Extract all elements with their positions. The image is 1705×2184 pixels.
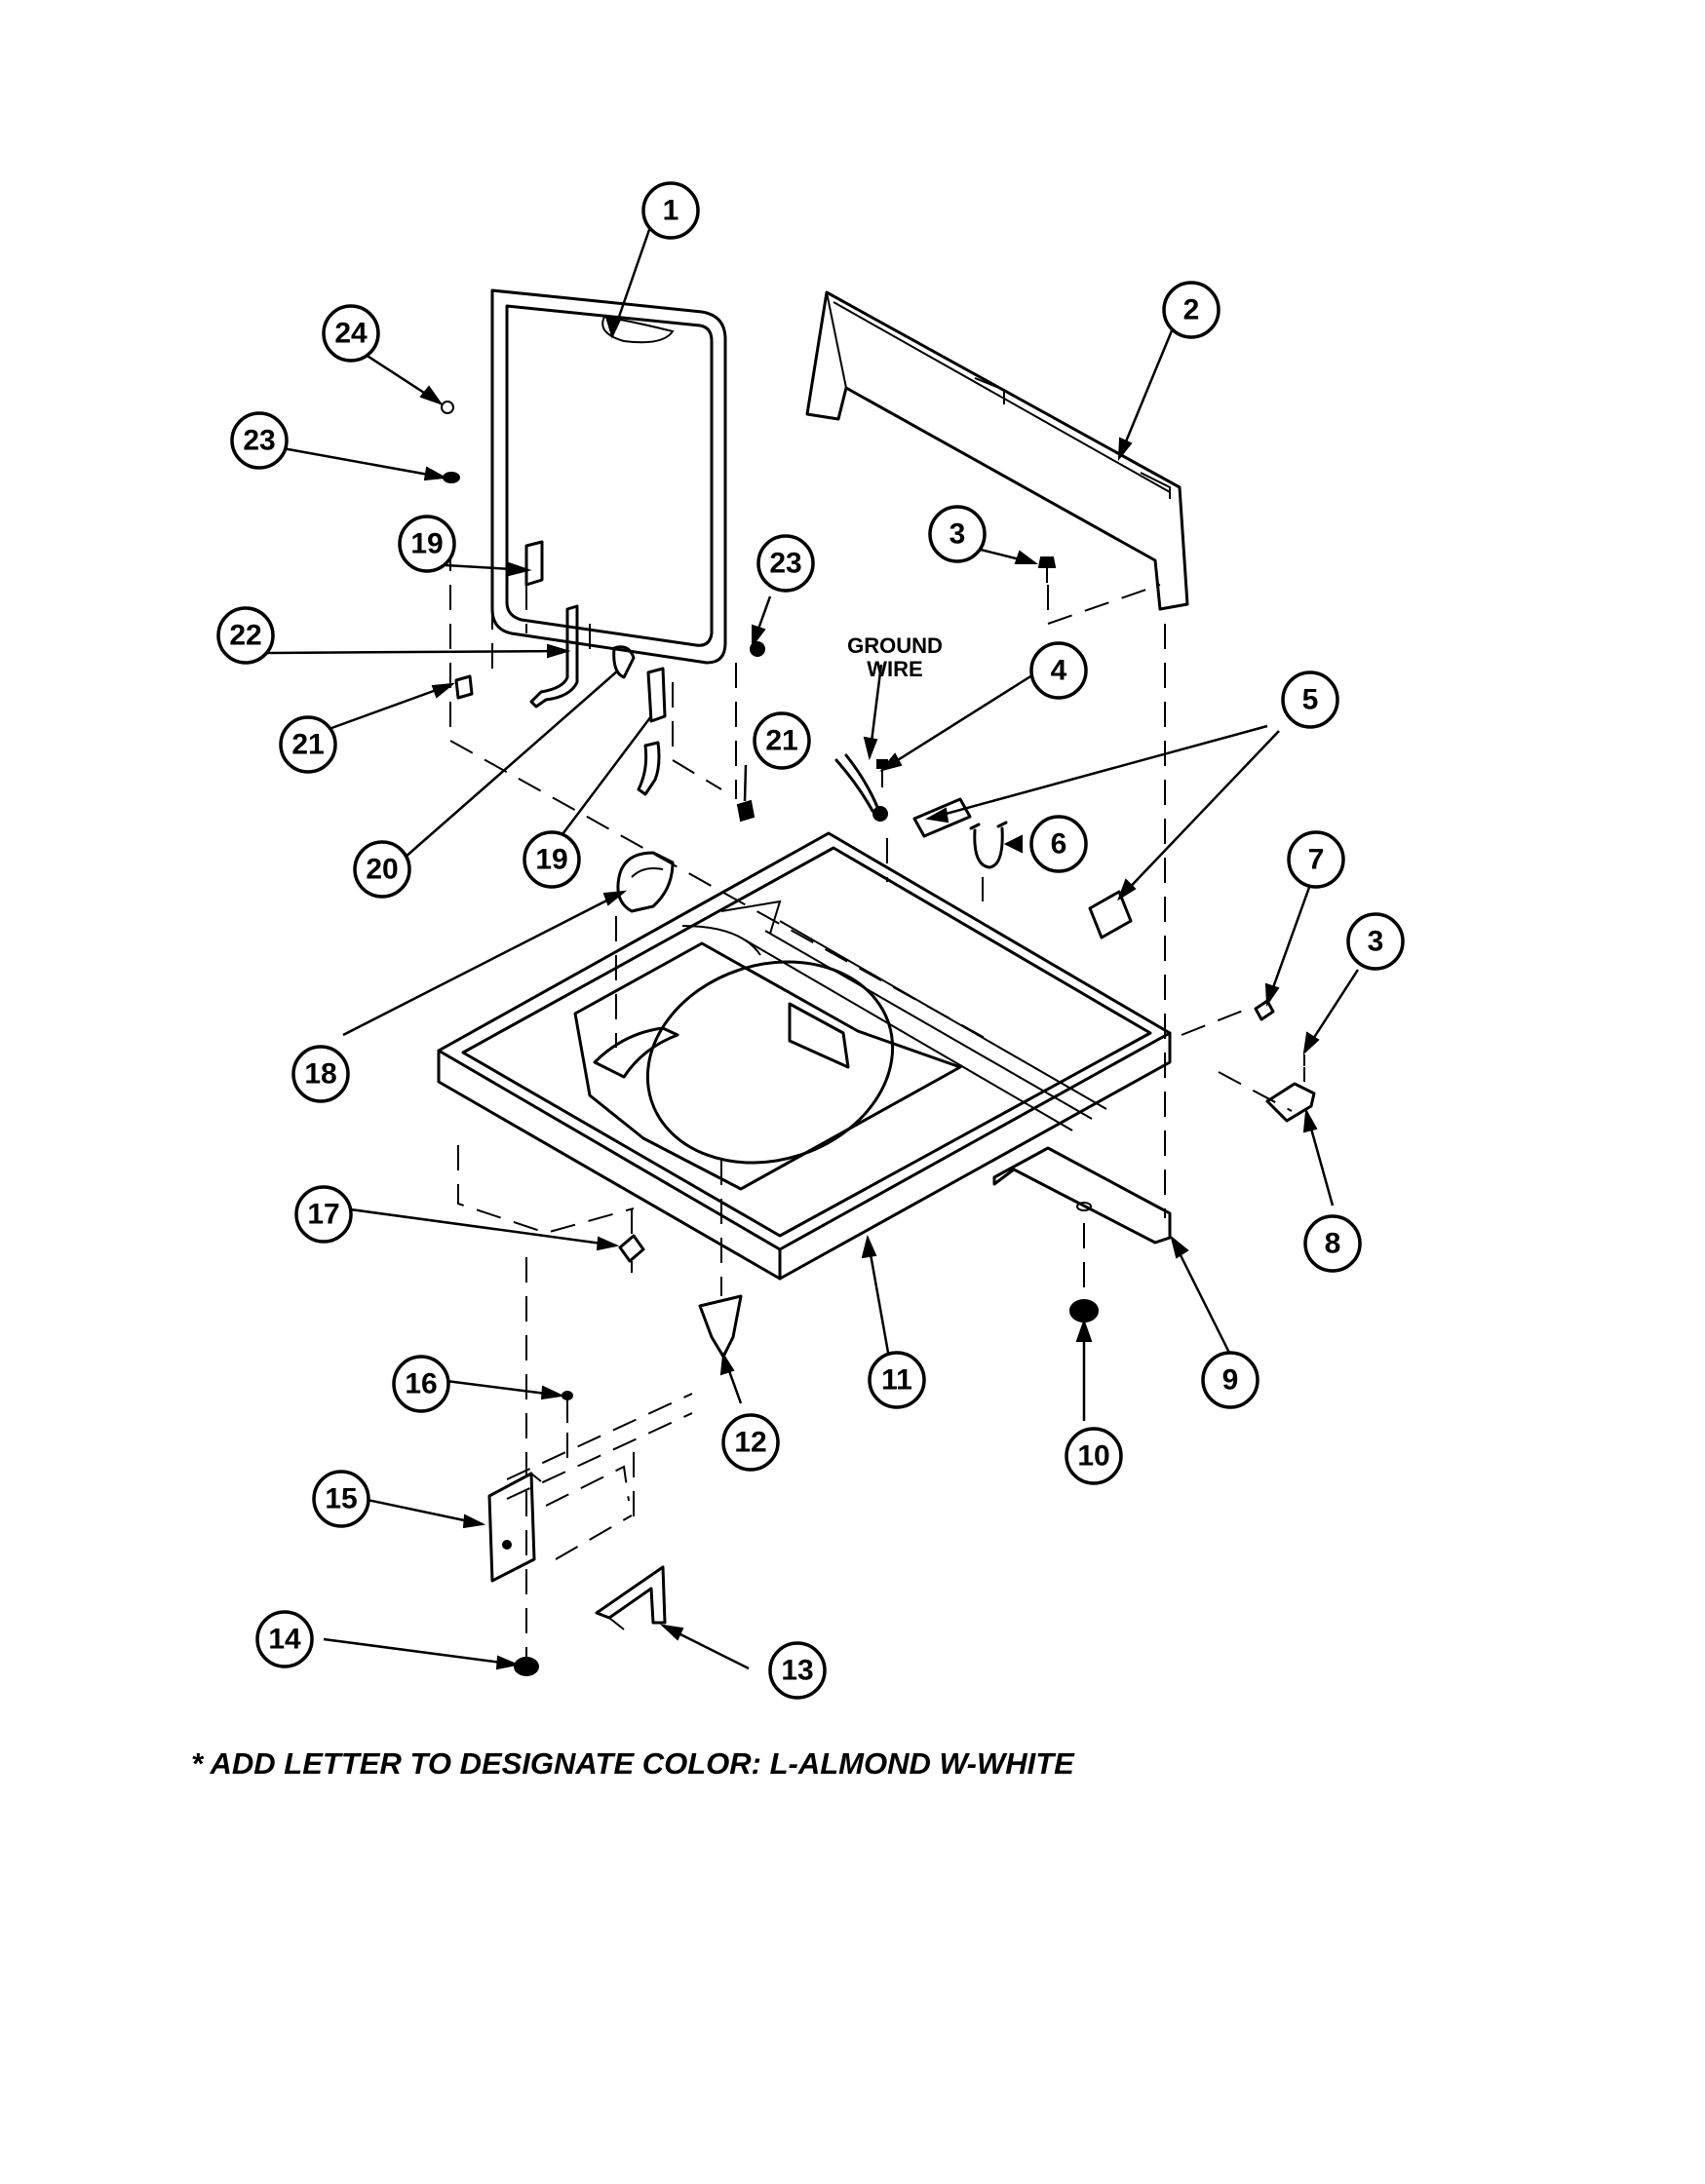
callout-c23a: 23 [230,411,289,470]
front-bracket-part [992,1146,1172,1245]
callout-c23b: 23 [756,534,815,593]
callout-label: 15 [325,1483,357,1515]
callout-label: 18 [304,1058,336,1091]
assembly-lines [449,526,1305,1657]
hardware-parts [441,401,1316,1676]
callout-c10: 10 [1065,1427,1123,1485]
callout-label: 17 [307,1199,339,1231]
callout-label: 10 [1077,1440,1109,1473]
callout-c3b: 3 [1346,912,1405,971]
rear-panel-part [805,290,1189,611]
ground-wire-label-line-1: GROUND [847,633,943,658]
callout-c19a: 19 [398,515,456,573]
lid-part [490,288,727,665]
callout-c3a: 3 [928,505,987,563]
callout-label: 19 [535,844,567,876]
callout-c7: 7 [1287,830,1345,889]
callout-label: 4 [1051,655,1067,687]
callout-label: 24 [334,318,368,350]
callout-c16: 16 [392,1355,450,1413]
callout-label: 7 [1308,844,1325,876]
callout-c20: 20 [353,840,411,899]
callout-label: 14 [268,1624,301,1656]
callout-c21b: 21 [753,711,811,770]
color-note: * ADD LETTER TO DESIGNATE COLOR: L-ALMON… [191,1746,1074,1781]
callout-c11: 11 [868,1351,926,1409]
leader-lines [267,223,1360,1670]
callout-label: 23 [769,548,801,580]
ground-wire-label-line-2: WIRE [867,657,922,681]
callout-c21a: 21 [279,715,337,774]
callout-c6: 6 [1029,815,1088,873]
callout-label: 21 [765,725,797,757]
callout-c4: 4 [1029,641,1088,700]
callout-label: 3 [949,518,966,551]
callout-c14: 14 [255,1610,314,1668]
callout-c17: 17 [294,1185,353,1244]
arrow-heads [419,315,1320,1670]
callout-c9: 9 [1201,1351,1259,1409]
callout-label: 3 [1368,926,1384,958]
callout-c24: 24 [322,304,380,363]
callout-label: 11 [881,1364,912,1397]
callout-c8: 8 [1303,1214,1362,1273]
callout-label: 20 [366,854,398,886]
callout-label: 21 [291,729,324,761]
callout-label: 23 [243,425,275,457]
callout-c15: 15 [312,1470,370,1528]
callout-label: 6 [1051,828,1067,861]
callout-c2: 2 [1162,281,1221,339]
callout-c19b: 19 [523,830,581,889]
callout-label: 9 [1222,1364,1239,1397]
callout-c13: 13 [768,1641,827,1700]
callout-label: 2 [1183,294,1200,326]
callout-c22: 22 [216,606,275,665]
callout-label: 8 [1325,1228,1341,1260]
callout-label: 19 [410,528,443,560]
callout-c1: 1 [641,181,700,240]
callout-label: 16 [405,1368,437,1400]
top-deck-part [437,831,1172,1281]
callout-label: 13 [781,1655,813,1687]
callout-label: 22 [229,620,261,652]
callout-label: 12 [734,1427,766,1459]
callout-label: 1 [663,195,679,227]
callout-c5: 5 [1281,671,1339,729]
callout-c18: 18 [291,1045,350,1103]
callout-c12: 12 [721,1413,780,1472]
ground-wire-label: GROUND WIRE [847,633,943,681]
callout-label: 5 [1302,684,1319,716]
